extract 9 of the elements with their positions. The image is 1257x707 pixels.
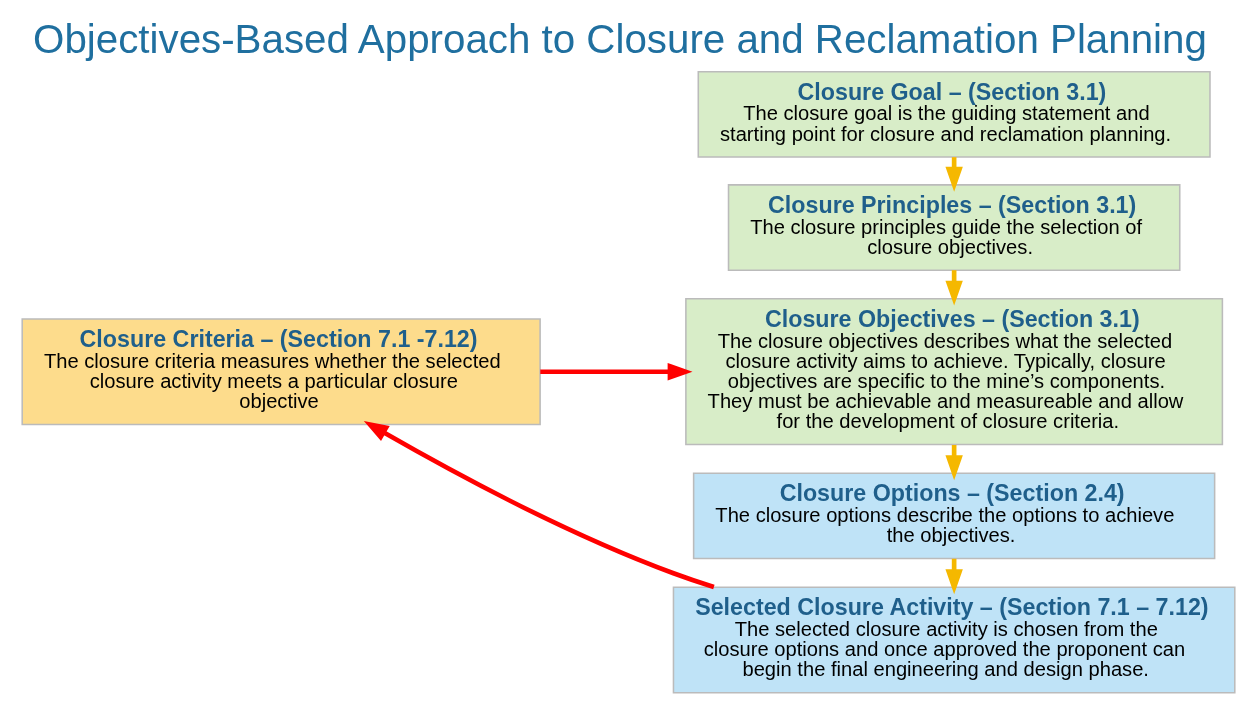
node-box: Selected Closure Activity – (Section 7.1 – 7.12) The selected closure activity is chosen from the closure options and once approved the proponent can begin the final engineering and design phase.: [672, 586, 1236, 694]
node-box: Closure Objectives – (Section 3.1) The closure objectives describes what the selected closure activity aims to achieve. Typically, closure objectives are specific to the mine’s components. They must be achievable and measureable and allow for the development of closure criteria.: [685, 298, 1224, 446]
arrow: [540, 363, 693, 381]
diagram-title: Objectives-Based Approach to Closure and Reclamation Planning: [33, 16, 1207, 62]
node-box: Closure Criteria – (Section 7.1 -7.12) The closure criteria measures whether the selected closure activity meets a particular closure objective: [21, 318, 541, 426]
node-box: Closure Options – (Section 2.4) The closure options describe the options to achieve the objectives.: [692, 472, 1216, 560]
node-box: Closure Goal – (Section 3.1) The closure goal is the guiding statement and starting point for closure and reclamation planning.: [697, 70, 1211, 158]
node-box: Closure Principles – (Section 3.1) The closure principles guide the selection of closure objectives.: [727, 184, 1181, 271]
arrow: [363, 420, 715, 590]
